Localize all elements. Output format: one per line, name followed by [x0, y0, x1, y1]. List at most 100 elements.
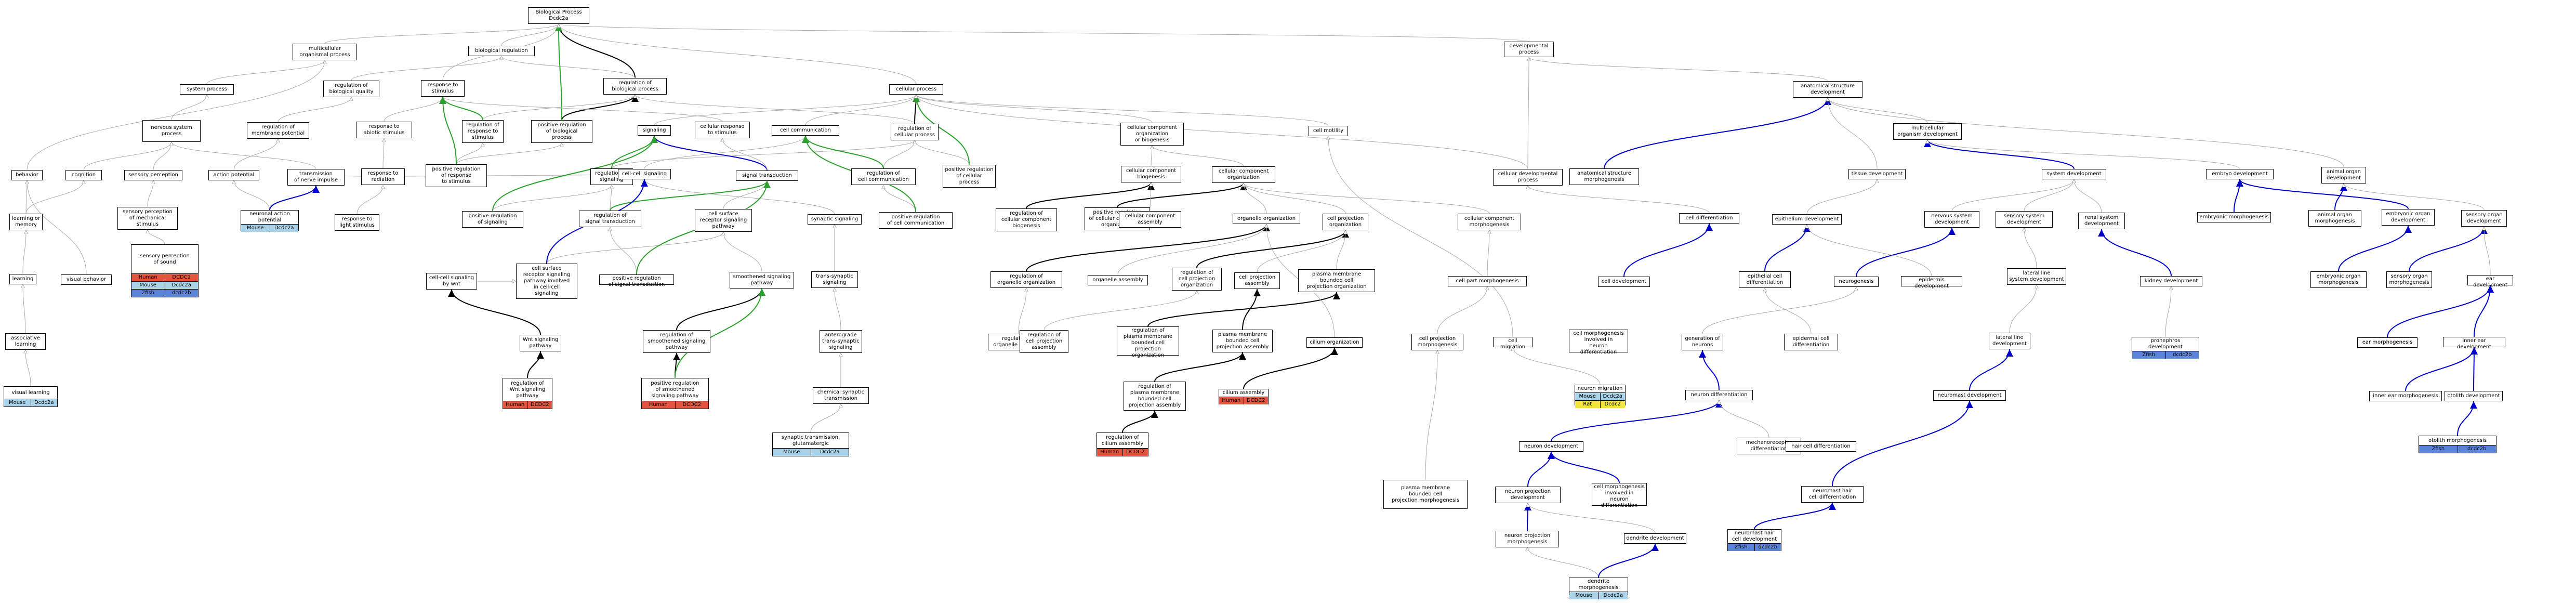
go-term-node[interactable]: plasma membrane bounded cell projection … — [1383, 480, 1468, 509]
go-term-node[interactable]: cellular component assembly — [1119, 211, 1181, 228]
go-term-node[interactable]: cellular component organization — [1212, 166, 1275, 183]
go-term-node[interactable]: lateral line development — [1989, 333, 2030, 349]
go-term-node[interactable]: neuron development — [1519, 441, 1583, 452]
go-term-node[interactable]: transmission of nerve impulse — [287, 169, 345, 186]
go-term-node[interactable]: regulation of cell projection assembly — [1020, 330, 1068, 353]
go-term-node[interactable]: cell part morphogenesis — [1448, 276, 1527, 286]
go-term-node[interactable]: cell development — [1598, 277, 1650, 287]
go-term-node[interactable]: cell migration — [1493, 337, 1533, 350]
go-term-node[interactable]: embryonic organ morphogenesis — [2310, 271, 2367, 288]
go-term-node[interactable]: positive regulation of signaling — [462, 211, 523, 228]
go-term-node[interactable]: regulation of cell communication — [851, 168, 916, 185]
go-term-node[interactable]: neuromast development — [1933, 390, 2006, 401]
go-term-node[interactable]: sensory perception — [124, 170, 182, 180]
go-term-node[interactable]: neuron projection development — [1495, 487, 1561, 503]
go-term-node[interactable]: ear morphogenesis — [2357, 337, 2418, 348]
go-term-node[interactable]: cell differentiation — [1679, 213, 1739, 224]
go-term-node[interactable]: cell morphogenesis involved in neuron di… — [1592, 483, 1647, 508]
go-term-node[interactable]: organelle organization — [1233, 214, 1300, 224]
go-term-node[interactable]: behavior — [11, 170, 43, 180]
go-term-node[interactable]: response to stimulus — [421, 80, 465, 97]
go-term-node[interactable]: cell surface receptor signaling pathway — [695, 209, 752, 232]
go-term-node[interactable]: cellular component morphogenesis — [1458, 214, 1521, 230]
go-term-node[interactable]: associative learning — [5, 333, 46, 350]
go-term-node[interactable]: embryo development — [2206, 169, 2274, 179]
go-term-node[interactable]: inner ear morphogenesis — [2369, 391, 2442, 401]
go-term-node[interactable]: learning or memory — [9, 214, 43, 230]
go-term-node[interactable]: multicellular organismal process — [293, 44, 357, 60]
go-term-node[interactable]: nervous system process — [142, 120, 201, 142]
go-term-node[interactable]: neuron projection morphogenesis — [1496, 531, 1559, 547]
go-term-node[interactable]: generation of neurons — [1682, 334, 1723, 350]
go-term-node[interactable]: chemical synaptic transmission — [813, 387, 869, 404]
go-term-node[interactable]: regulation of response to stimulus — [462, 120, 504, 143]
go-term-node[interactable]: neuron differentiation — [1685, 390, 1753, 400]
go-term-node[interactable]: response to light stimulus — [335, 214, 379, 231]
go-term-node[interactable]: hair cell differentiation — [1786, 441, 1856, 452]
go-term-node[interactable]: kidney development — [2140, 276, 2202, 286]
go-term-node[interactable]: cell morphogenesis involved in neuron di… — [1569, 330, 1628, 355]
go-term-node[interactable]: cellular component biogenesis — [1121, 166, 1181, 182]
go-term-node[interactable]: system process — [180, 84, 234, 95]
go-term-node[interactable]: signaling — [638, 125, 671, 136]
go-term-node[interactable]: regulation of organelle organization — [990, 271, 1062, 288]
go-term-node[interactable]: cell communication — [772, 125, 839, 136]
go-term-node[interactable]: cilium organization — [1306, 337, 1363, 348]
go-term-node[interactable]: regulation of biological quality — [323, 81, 379, 97]
go-term-node[interactable]: action potential — [208, 170, 259, 180]
go-term-node[interactable]: plasma membrane bounded cell projection … — [1298, 269, 1375, 292]
go-term-node[interactable]: renal system development — [2078, 213, 2125, 229]
go-term-node[interactable]: animal organ development — [2321, 167, 2366, 183]
go-term-node[interactable]: cellular developmental process — [1493, 169, 1563, 186]
go-term-node[interactable]: otolith development — [2445, 391, 2503, 401]
go-term-node[interactable]: regulation of plasma membrane bounded ce… — [1124, 382, 1186, 411]
go-term-node[interactable]: nervous system development — [1924, 211, 1979, 228]
go-term-node[interactable]: signal transduction — [736, 171, 798, 181]
go-term-node[interactable]: visual behavior — [61, 274, 112, 285]
go-term-node[interactable]: sensory system development — [1996, 211, 2053, 228]
go-term-node[interactable]: embryonic organ development — [2382, 209, 2435, 226]
go-term-node[interactable]: positive regulation of smoothened signal… — [641, 378, 709, 409]
go-term-node[interactable]: cell-cell signaling — [618, 169, 671, 179]
go-term-node[interactable]: sensory organ development — [2461, 210, 2507, 227]
go-term-node[interactable]: epithelial cell differentiation — [1739, 271, 1791, 288]
go-term-node[interactable]: cell projection morphogenesis — [1411, 334, 1463, 350]
go-term-node[interactable]: positive regulation of biological proces… — [531, 120, 592, 143]
go-term-node[interactable]: Wnt signaling pathway — [520, 335, 561, 351]
go-term-node[interactable]: response to radiation — [361, 168, 405, 185]
go-term-node[interactable]: plasma membrane bounded cell projection … — [1212, 330, 1273, 352]
go-term-node[interactable]: anatomical structure development — [1793, 81, 1862, 98]
go-term-node[interactable]: regulation of cell projection organizati… — [1172, 268, 1222, 291]
go-term-node[interactable]: cell motility — [1309, 126, 1348, 136]
go-term-node[interactable]: dendrite development — [1624, 533, 1686, 544]
go-term-node[interactable]: sensory perception of mechanical stimulu… — [117, 207, 178, 230]
go-term-node[interactable]: ear development — [2467, 275, 2513, 288]
go-term-node[interactable]: regulation of membrane potential — [247, 122, 309, 139]
go-term-node[interactable]: response to abiotic stimulus — [356, 122, 412, 138]
go-term-node[interactable]: embryonic morphogenesis — [2197, 212, 2271, 222]
go-term-node[interactable]: trans-synaptic signaling — [811, 271, 858, 288]
go-term-node[interactable]: sensory organ morphogenesis — [2386, 271, 2432, 288]
go-term-node[interactable]: synaptic signaling — [808, 214, 862, 225]
go-term-node[interactable]: tissue development — [1848, 169, 1906, 179]
go-term-node[interactable]: regulation of biological process — [603, 78, 667, 95]
go-term-node[interactable]: positive regulation of cellular process — [943, 165, 996, 188]
go-term-node[interactable]: regulation of plasma membrane bounded ce… — [1117, 326, 1179, 358]
go-term-node[interactable]: cell surface receptor signaling pathway … — [516, 264, 577, 299]
go-term-node[interactable]: animal organ morphogenesis — [2308, 210, 2361, 227]
go-term-node[interactable]: neuromast hair cell differentiation — [1801, 486, 1864, 503]
go-term-node[interactable]: epidermis development — [1901, 276, 1962, 289]
go-term-node[interactable]: cellular process — [889, 84, 943, 95]
go-term-node[interactable]: lateral line system development — [2007, 268, 2066, 285]
